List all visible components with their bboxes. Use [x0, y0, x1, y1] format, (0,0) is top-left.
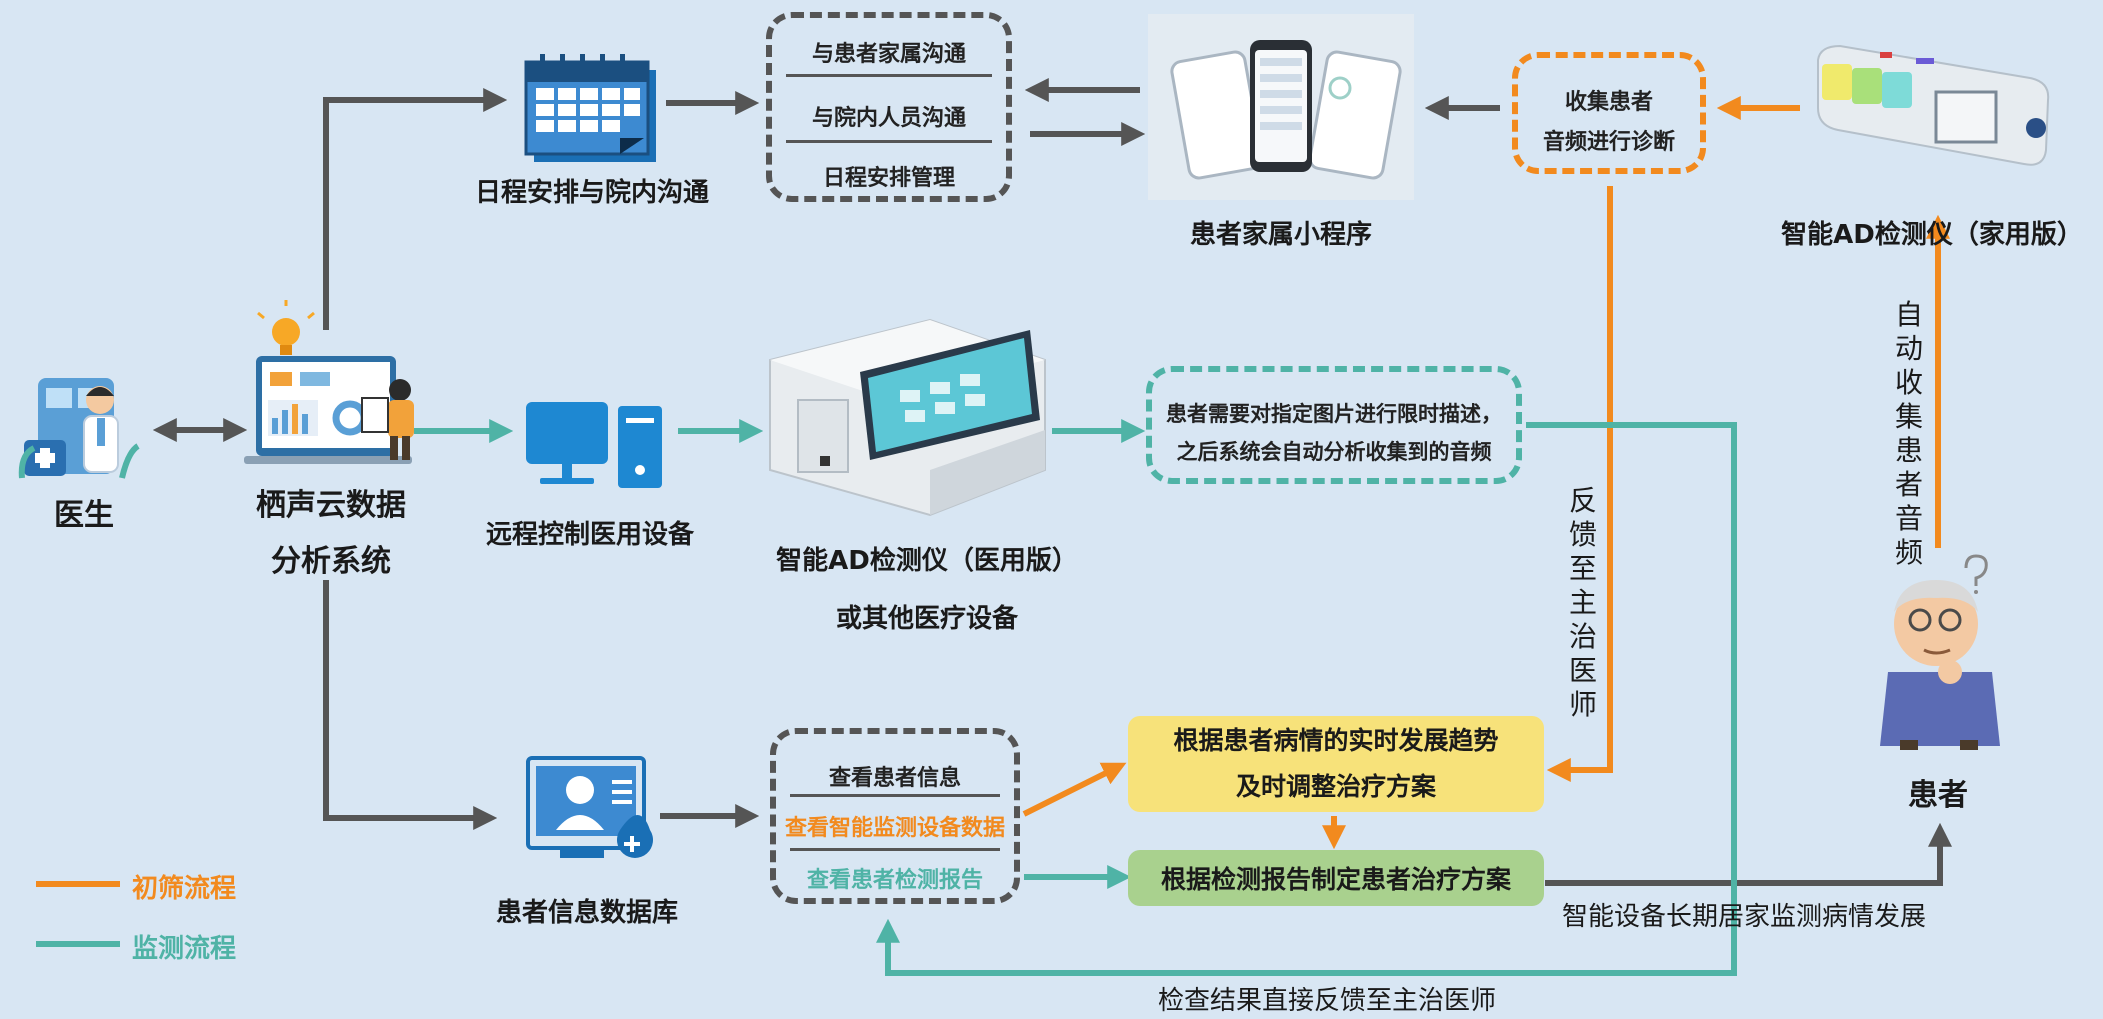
- adjust-line1: 根据患者病情的实时发展趋势: [1173, 726, 1499, 755]
- remote-control-label: 远程控制医用设备: [485, 520, 694, 550]
- mini-program-label: 患者家属小程序: [1189, 220, 1372, 250]
- comm-separator: [786, 74, 992, 77]
- gray-connectors: [152, 78, 1952, 886]
- monitor-data-to-adjust-arrow: [1022, 762, 1127, 817]
- view-monitor-data: 查看智能监测设备数据: [784, 816, 1005, 841]
- collect-line2: 音频进行诊断: [1542, 130, 1675, 155]
- feedback-vertical-label: 反馈至主治医师: [1568, 484, 1597, 721]
- describe-task-box: 患者需要对指定图片进行限时描述， 之后系统会自动分析收集到的音频: [1146, 366, 1522, 484]
- cloud-to-schedule-arrow: [323, 88, 508, 330]
- comm-item-staff: 与院内人员沟通: [811, 106, 966, 131]
- database-icon: [526, 756, 654, 858]
- long-term-monitor-label: 智能设备长期居家监测病情发展: [1562, 902, 1927, 932]
- comm-separator: [786, 140, 992, 143]
- direct-feedback-label: 检查结果直接反馈至主治医师: [1158, 986, 1497, 1016]
- feedback-arrow: [1546, 186, 1613, 782]
- doctor-icon: [18, 378, 140, 479]
- cloud-system-label-line2: 分析系统: [271, 544, 391, 579]
- patient-icon: [1880, 554, 2000, 750]
- cloud-to-db-arrow: [323, 580, 498, 830]
- medical-device-icon: [769, 318, 1046, 517]
- home-device-label: 智能AD检测仪（家用版）: [1781, 220, 2083, 250]
- communication-box: 与患者家属沟通 与院内人员沟通 日程安排管理: [766, 12, 1012, 202]
- patient-label: 患者: [1908, 778, 1968, 813]
- legend-monitoring: 监测流程: [132, 934, 237, 964]
- view-patient-info: 查看患者信息: [828, 766, 961, 791]
- treatment-plan-box: 根据检测报告制定患者治疗方案: [1128, 850, 1544, 906]
- view-separator: [790, 848, 1000, 851]
- teal-connectors: [414, 419, 1737, 976]
- view-separator: [790, 794, 1000, 797]
- adjust-line2: 及时调整治疗方案: [1235, 772, 1436, 801]
- view-test-report: 查看患者检测报告: [806, 868, 983, 893]
- medical-device-label-line2: 或其他医疗设备: [835, 604, 1018, 634]
- calendar-icon: [524, 54, 656, 162]
- collect-audio-box: 收集患者 音频进行诊断: [1512, 52, 1706, 174]
- home-device-icon: [1817, 44, 2050, 166]
- collect-line1: 收集患者: [1564, 90, 1653, 115]
- view-info-box: 查看患者信息 查看智能监测设备数据 查看患者检测报告: [770, 728, 1020, 904]
- plan-to-patient-arrow: [1545, 822, 1952, 886]
- orange-connectors: [1022, 96, 1950, 850]
- describe-line1: 患者需要对指定图片进行限时描述，: [1166, 402, 1502, 426]
- legend-initial-screening: 初筛流程: [132, 874, 237, 904]
- describe-line2: 之后系统会自动分析收集到的音频: [1176, 440, 1492, 464]
- comm-item-schedule: 日程安排管理: [822, 166, 955, 191]
- adjust-treatment-box: 根据患者病情的实时发展趋势 及时调整治疗方案: [1128, 716, 1544, 812]
- remote-computer-icon: [526, 402, 662, 488]
- database-label: 患者信息数据库: [495, 898, 678, 928]
- cloud-system-label-line1: 栖声云数据: [256, 488, 406, 523]
- mini-program-phones-icon: [1148, 14, 1414, 200]
- schedule-label: 日程安排与院内沟通: [474, 178, 709, 208]
- medical-device-label-line1: 智能AD检测仪（医用版）: [776, 546, 1078, 576]
- comm-item-family: 与患者家属沟通: [811, 42, 966, 67]
- doctor-label: 医生: [54, 498, 114, 533]
- cloud-system-icon: [244, 300, 414, 464]
- auto-collect-vertical-label: 自动收集患者音频: [1894, 298, 1923, 569]
- direct-feedback-arrow: [876, 422, 1737, 976]
